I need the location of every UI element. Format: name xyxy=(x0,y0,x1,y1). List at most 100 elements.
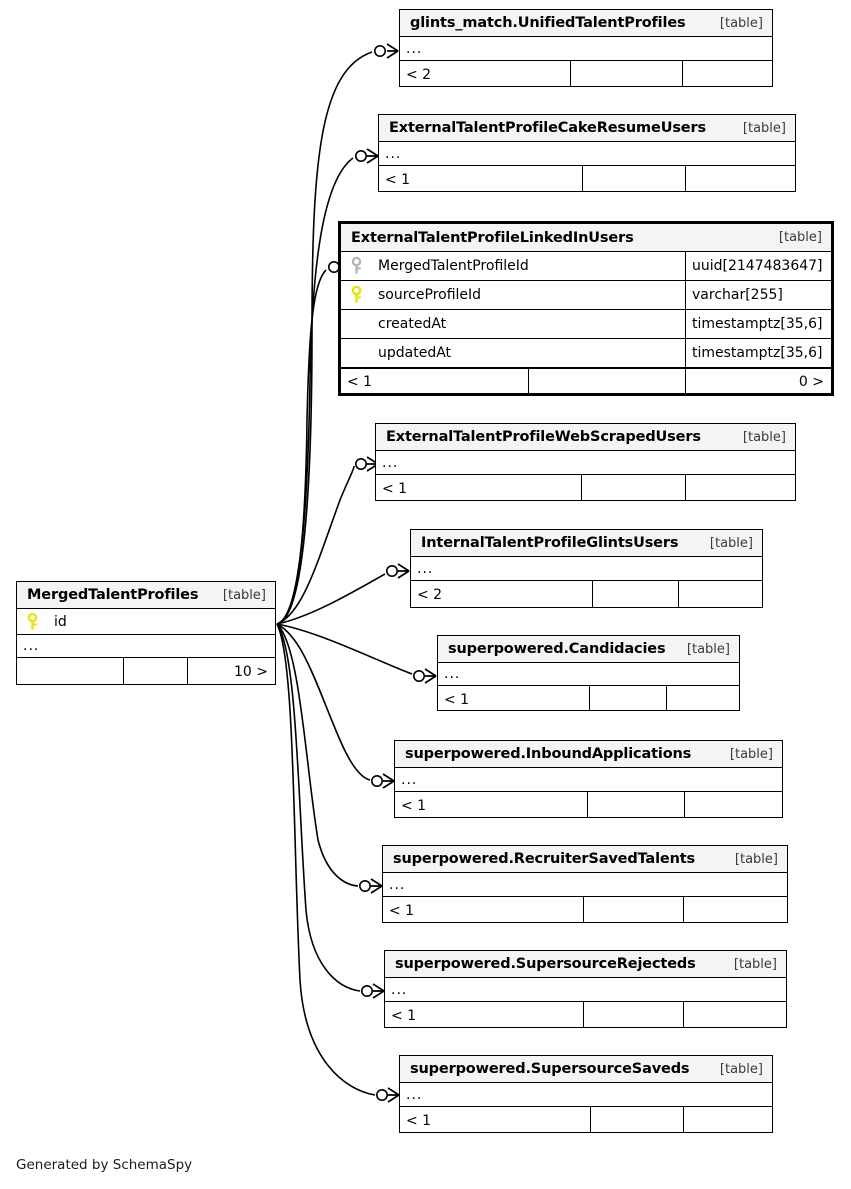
ellipsis-label: ... xyxy=(444,666,461,682)
table-ellipsis-row: ... xyxy=(395,768,782,792)
table-external-talent-profile-linkedin-users[interactable]: ExternalTalentProfileLinkedInUsers [tabl… xyxy=(338,221,834,396)
footer-middle xyxy=(582,166,685,191)
table-type-tag: [table] xyxy=(778,230,822,245)
table-column-row[interactable]: id xyxy=(17,609,275,635)
table-superpowered-supersource-saveds[interactable]: superpowered.SupersourceSaveds [table] .… xyxy=(399,1055,773,1133)
table-superpowered-inbound-applications[interactable]: superpowered.InboundApplications [table]… xyxy=(394,740,783,818)
footer-left: < 1 xyxy=(347,374,373,390)
table-ellipsis-row: ... xyxy=(438,663,739,686)
column-name-label: createdAt xyxy=(378,316,447,332)
table-title-bar: InternalTalentProfileGlintsUsers [table] xyxy=(411,530,762,557)
table-ellipsis-row: ... xyxy=(17,635,275,658)
ellipsis-label: ... xyxy=(406,1086,423,1103)
table-footer: < 2 xyxy=(411,581,762,607)
footer-left: < 1 xyxy=(389,902,415,919)
footer-left: < 1 xyxy=(382,480,408,497)
table-type-tag: [table] xyxy=(222,587,266,603)
edge-to-superpowered-candidacies xyxy=(276,623,437,684)
footer-right xyxy=(678,581,762,607)
table-name: superpowered.RecruiterSavedTalents xyxy=(393,851,696,867)
table-superpowered-candidacies[interactable]: superpowered.Candidacies [table] ... < 1 xyxy=(437,635,740,711)
table-footer: < 2 xyxy=(400,61,772,86)
edge-to-superpowered-recruiter-saved-talents xyxy=(276,623,383,894)
table-superpowered-recruiter-saved-talents[interactable]: superpowered.RecruiterSavedTalents [tabl… xyxy=(382,845,788,923)
footer-left: < 2 xyxy=(417,586,443,603)
table-type-tag: [table] xyxy=(719,1061,763,1077)
table-footer: < 1 xyxy=(379,166,795,191)
edge-to-internal-talent-profile-glints-users xyxy=(276,563,410,625)
table-ellipsis-row: ... xyxy=(376,451,795,475)
column-name-label: sourceProfileId xyxy=(378,287,482,303)
table-footer: < 1 xyxy=(438,686,739,710)
table-title-bar: superpowered.Candidacies [table] xyxy=(438,636,739,663)
table-glints-unified-talent-profiles[interactable]: glints_match.UnifiedTalentProfiles [tabl… xyxy=(399,9,773,87)
table-column-row[interactable]: MergedTalentProfileId uuid[2147483647] xyxy=(341,252,831,281)
column-name-cell: sourceProfileId xyxy=(341,286,685,304)
table-title-bar: superpowered.InboundApplications [table] xyxy=(395,741,782,768)
table-footer: < 1 xyxy=(395,792,782,817)
table-merged-talent-profiles[interactable]: MergedTalentProfiles [table] id ... xyxy=(16,581,276,685)
table-footer: 10 > xyxy=(17,658,275,684)
primary-key-icon xyxy=(25,612,40,631)
column-name-cell: createdAt xyxy=(341,315,685,333)
table-title-bar: ExternalTalentProfileCakeResumeUsers [ta… xyxy=(379,115,795,142)
table-title-bar: ExternalTalentProfileLinkedInUsers [tabl… xyxy=(341,224,831,252)
table-title-bar: MergedTalentProfiles [table] xyxy=(17,582,275,609)
table-internal-talent-profile-glints-users[interactable]: InternalTalentProfileGlintsUsers [table]… xyxy=(410,529,763,608)
column-type-cell: timestamptz[35,6] xyxy=(685,310,831,338)
footer-right: 0 > xyxy=(685,369,831,393)
edge-to-external-talent-profile-web-scraped-users xyxy=(276,456,379,625)
ellipsis-label: ... xyxy=(391,981,408,998)
table-ellipsis-row: ... xyxy=(385,978,786,1002)
ellipsis-label: ... xyxy=(406,40,423,57)
table-type-tag: [table] xyxy=(719,15,763,31)
ellipsis-label: ... xyxy=(401,771,418,788)
table-external-talent-profile-cake-resume-users[interactable]: ExternalTalentProfileCakeResumeUsers [ta… xyxy=(378,114,796,192)
footer-right xyxy=(683,897,787,922)
table-name: MergedTalentProfiles xyxy=(27,587,199,603)
footer-right xyxy=(685,475,795,500)
footer-left: < 1 xyxy=(401,797,427,814)
table-column-row[interactable]: createdAt timestamptz[35,6] xyxy=(341,310,831,339)
footer-middle xyxy=(570,61,682,86)
generated-by-credit: Generated by SchemaSpy xyxy=(16,1157,193,1173)
table-type-tag: [table] xyxy=(686,641,730,657)
table-title-bar: superpowered.SupersourceSaveds [table] xyxy=(400,1056,772,1083)
table-ellipsis-row: ... xyxy=(400,37,772,61)
footer-right xyxy=(666,686,739,710)
table-footer: < 1 xyxy=(385,1002,786,1027)
table-superpowered-supersource-rejecteds[interactable]: superpowered.SupersourceRejecteds [table… xyxy=(384,950,787,1028)
table-type-tag: [table] xyxy=(742,429,786,445)
column-type-cell: varchar[255] xyxy=(685,281,831,309)
table-ellipsis-row: ... xyxy=(400,1083,772,1107)
edge-to-superpowered-supersource-rejecteds xyxy=(276,623,385,999)
table-column-row[interactable]: sourceProfileId varchar[255] xyxy=(341,281,831,310)
table-ellipsis-row: ... xyxy=(411,557,762,581)
footer-middle xyxy=(528,369,685,393)
table-name: ExternalTalentProfileWebScrapedUsers xyxy=(386,429,701,445)
edge-to-superpowered-supersource-saveds xyxy=(276,623,400,1103)
table-title-bar: glints_match.UnifiedTalentProfiles [tabl… xyxy=(400,10,772,37)
table-name: ExternalTalentProfileCakeResumeUsers xyxy=(389,120,706,136)
footer-middle xyxy=(590,1107,683,1132)
ellipsis-label: ... xyxy=(389,876,406,893)
table-title-bar: ExternalTalentProfileWebScrapedUsers [ta… xyxy=(376,424,795,451)
footer-middle xyxy=(123,658,187,684)
footer-right xyxy=(684,792,782,817)
table-external-talent-profile-web-scraped-users[interactable]: ExternalTalentProfileWebScrapedUsers [ta… xyxy=(375,423,796,501)
table-title-bar: superpowered.RecruiterSavedTalents [tabl… xyxy=(383,846,787,873)
primary-key-icon xyxy=(349,286,364,304)
no-key-icon xyxy=(349,344,364,362)
table-footer: < 1 xyxy=(383,897,787,922)
table-footer: < 1 xyxy=(376,475,795,500)
edge-to-superpowered-inbound-applications xyxy=(276,623,395,789)
footer-right: 10 > xyxy=(187,658,275,684)
ellipsis-label: ... xyxy=(385,145,402,162)
column-name-cell: updatedAt xyxy=(341,344,685,362)
ellipsis-label: ... xyxy=(417,560,434,577)
ellipsis-label: ... xyxy=(382,454,399,471)
table-column-row[interactable]: updatedAt timestamptz[35,6] xyxy=(341,339,831,368)
footer-middle xyxy=(583,897,683,922)
table-name: glints_match.UnifiedTalentProfiles xyxy=(410,15,686,31)
